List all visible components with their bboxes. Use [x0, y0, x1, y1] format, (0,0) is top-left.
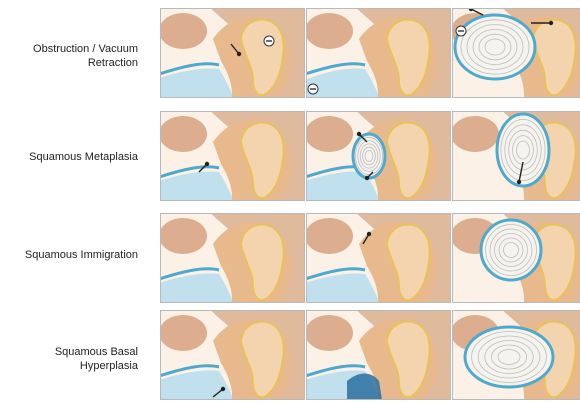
anatomy-illustration — [453, 9, 580, 98]
panel-immigration-stage-2 — [306, 213, 451, 303]
oval-structure — [307, 218, 353, 254]
anatomy-illustration — [307, 214, 451, 303]
anatomy-illustration — [453, 112, 580, 201]
anatomy-illustration — [161, 311, 305, 400]
minus-sign-icon — [456, 26, 466, 36]
anatomy-illustration — [307, 9, 451, 98]
anatomy-illustration — [307, 311, 451, 400]
anatomy-illustration — [307, 112, 451, 201]
row-label-immigration: Squamous Immigration — [0, 248, 138, 262]
panel-basal-hyperplasia-stage-3 — [452, 310, 580, 400]
row-label-basal-hyperplasia: Squamous Basal Hyperplasia — [0, 345, 138, 373]
oval-structure — [307, 13, 353, 49]
cholesteatoma-mass — [353, 134, 385, 178]
row-label-obstruction: Obstruction / Vacuum Retraction — [0, 42, 138, 70]
anatomy-illustration — [161, 9, 305, 98]
panel-immigration-stage-3 — [452, 213, 580, 303]
cholesteatoma-mass — [455, 15, 535, 79]
cholesteatoma-mass — [481, 220, 541, 280]
anatomy-illustration — [453, 214, 580, 303]
minus-sign-icon — [264, 36, 274, 46]
panel-immigration-stage-1 — [160, 213, 305, 303]
cholesteatoma-mass — [497, 114, 549, 186]
panel-basal-hyperplasia-stage-1 — [160, 310, 305, 400]
panel-obstruction-stage-1 — [160, 8, 305, 98]
cholesteatoma-mass — [465, 327, 553, 387]
panel-obstruction-stage-2 — [306, 8, 451, 98]
panel-obstruction-stage-3 — [452, 8, 580, 98]
panel-metaplasia-stage-3 — [452, 111, 580, 201]
oval-structure — [307, 315, 353, 351]
row-label-metaplasia: Squamous Metaplasia — [0, 150, 138, 164]
oval-structure — [161, 13, 207, 49]
anatomy-illustration — [161, 112, 305, 201]
panel-metaplasia-stage-2 — [306, 111, 451, 201]
anatomy-illustration — [161, 214, 305, 303]
oval-structure — [161, 116, 207, 152]
panel-basal-hyperplasia-stage-2 — [306, 310, 451, 400]
panel-metaplasia-stage-1 — [160, 111, 305, 201]
oval-structure — [161, 218, 207, 254]
oval-structure — [161, 315, 207, 351]
minus-sign-icon — [308, 84, 318, 94]
oval-structure — [307, 116, 353, 152]
anatomy-illustration — [453, 311, 580, 400]
